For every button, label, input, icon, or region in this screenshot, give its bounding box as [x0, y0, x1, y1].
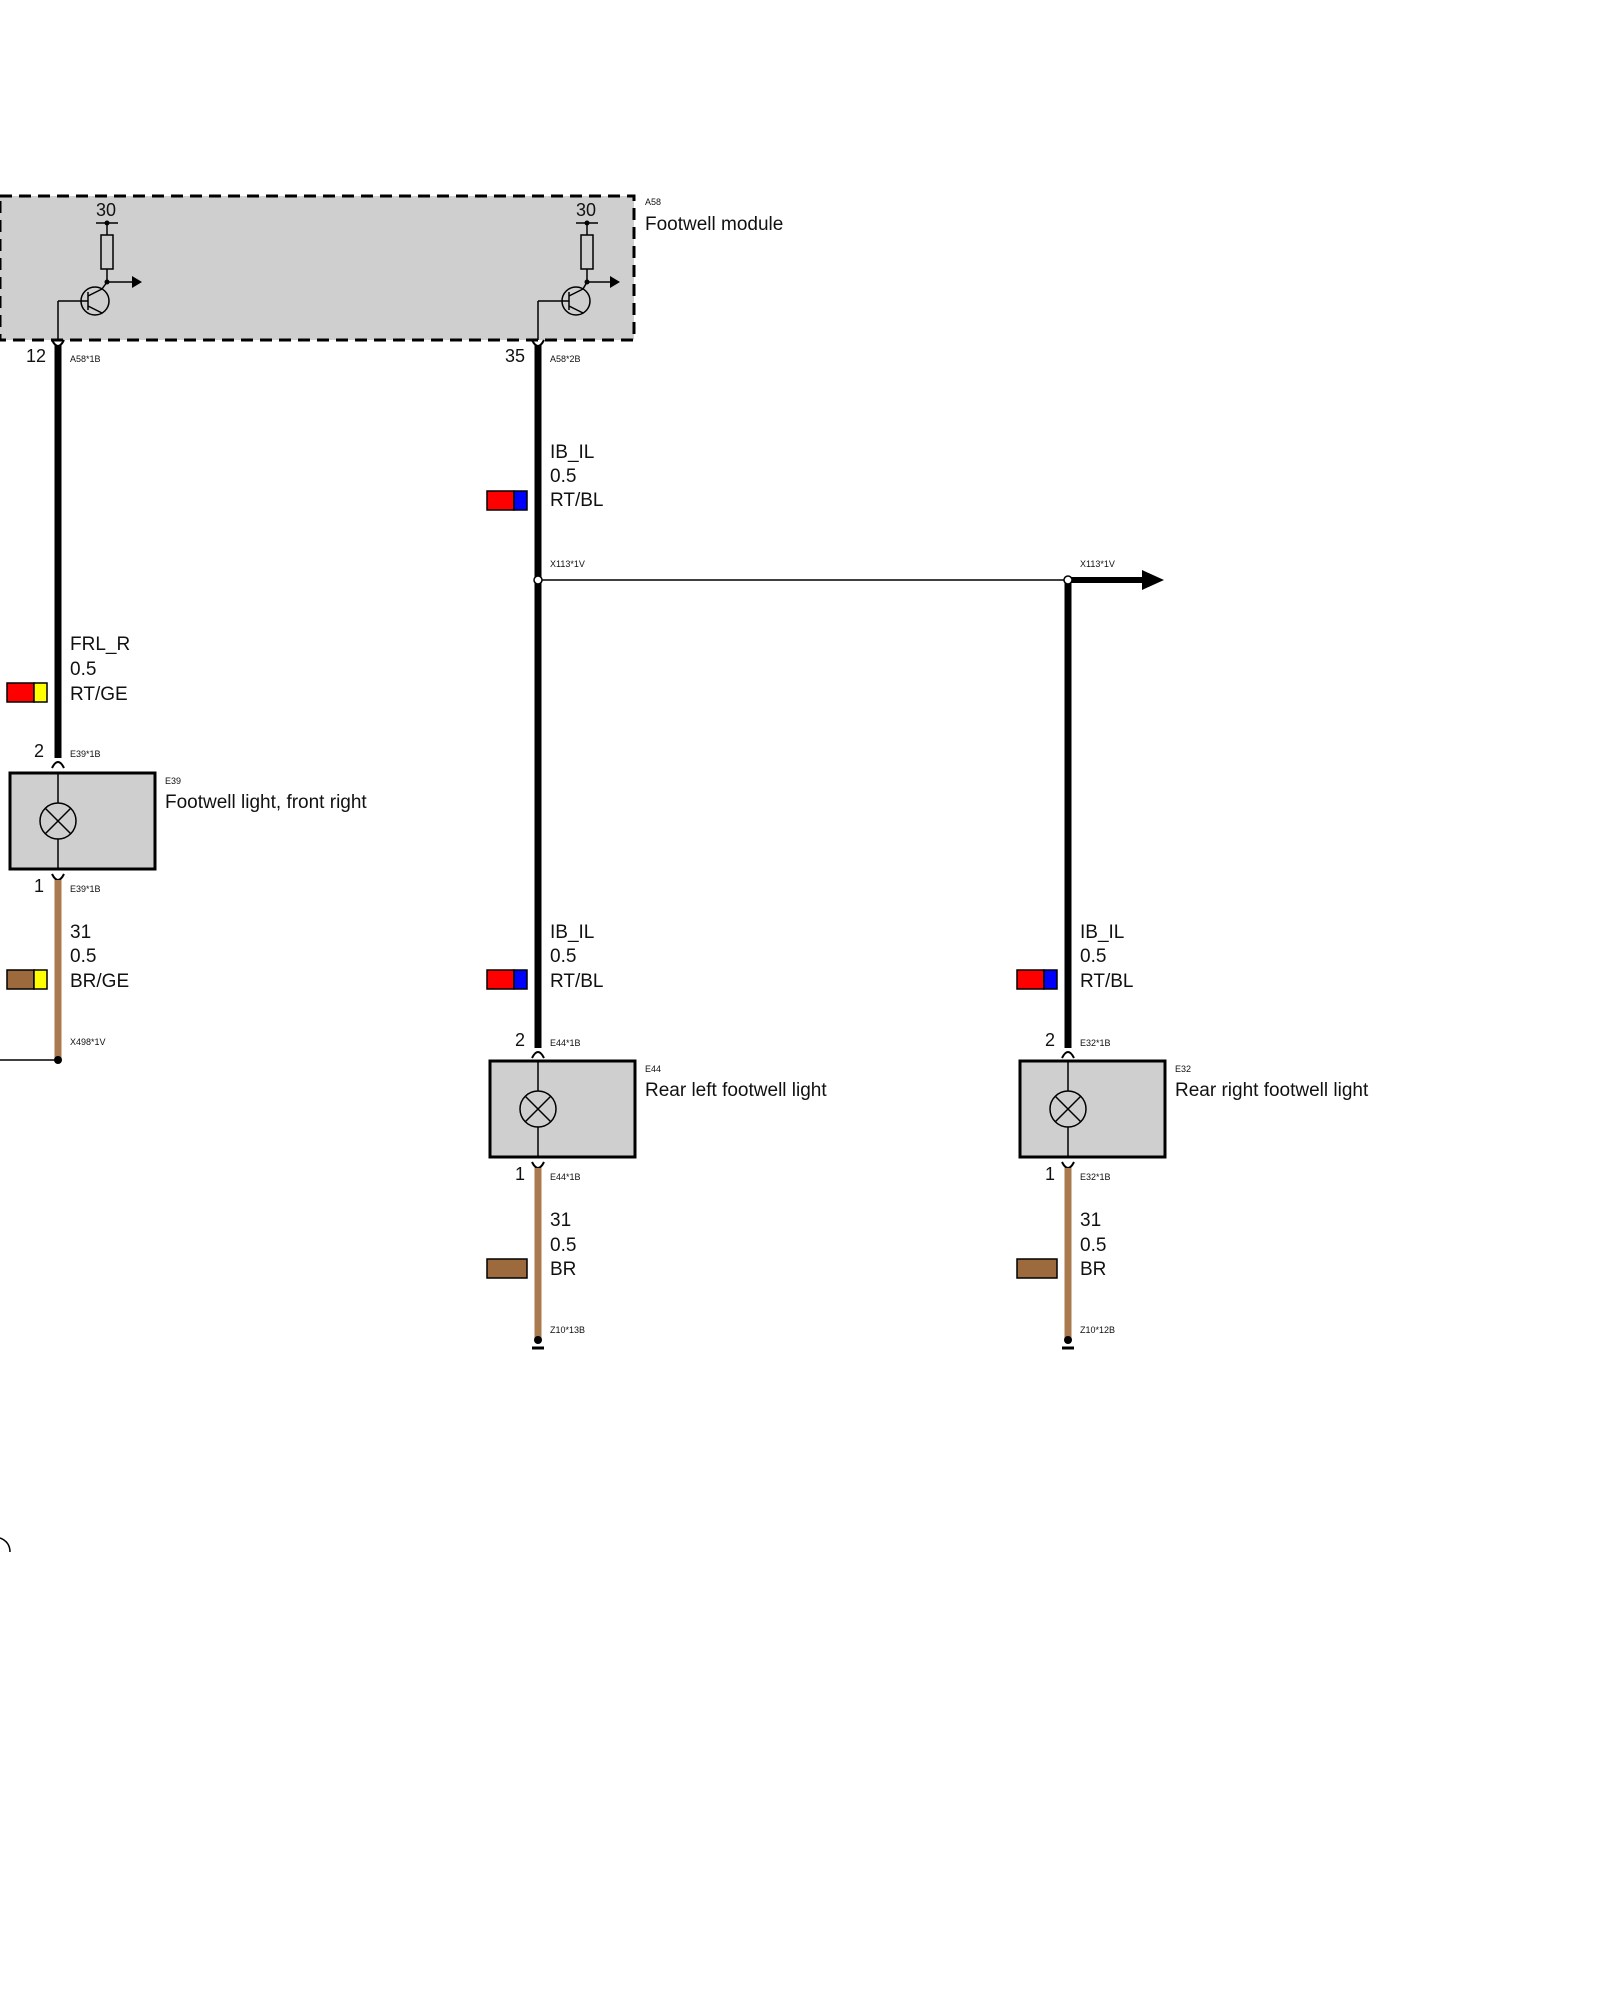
color-swatch-gnd-e44	[486, 1258, 528, 1279]
wire-gnd-e44-signal: 31	[550, 1210, 571, 1231]
ground-icon	[1062, 1336, 1074, 1350]
color-swatch-gnd-e32	[1016, 1258, 1058, 1279]
ground-icon	[532, 1336, 544, 1350]
pin-connector	[1061, 1161, 1075, 1169]
wire-gnd-e32-color: BR	[1080, 1259, 1106, 1280]
conn-e44-top: E44*1B	[550, 1038, 581, 1048]
wire-ib-il-left-signal: IB_IL	[550, 922, 594, 943]
pin-e32-1: 1	[1045, 1164, 1055, 1184]
wire-ib-il-right-color: RT/BL	[1080, 971, 1134, 992]
module-a58-name: Footwell module	[645, 214, 783, 235]
color-swatch-ib-il-right	[1016, 969, 1058, 990]
conn-e39-bottom: E39*1B	[70, 884, 101, 894]
wire-ib-il-left-color: RT/BL	[550, 971, 604, 992]
node-x498: X498*1V	[70, 1037, 106, 1047]
node-x113-left-dot	[533, 575, 543, 585]
wire-gnd-e39-signal: 31	[70, 922, 91, 943]
wire-gnd-e44-size: 0.5	[550, 1235, 576, 1256]
wire-ib-il-right-signal: IB_IL	[1080, 922, 1124, 943]
color-swatch-ib-il-left	[486, 969, 528, 990]
color-swatch-ib-il-top	[486, 490, 528, 511]
conn-a58-1b: A58*1B	[70, 354, 101, 364]
node-x498-dot	[54, 1056, 62, 1064]
node-z10-13: Z10*13B	[550, 1325, 585, 1335]
wire-gnd-e39-color: BR/GE	[70, 971, 129, 992]
node-x113-right-dot	[1063, 575, 1073, 585]
pin-e39-2: 2	[34, 741, 44, 761]
node-z10-12: Z10*12B	[1080, 1325, 1115, 1335]
module-e39-name: Footwell light, front right	[165, 792, 367, 813]
module-e44-name: Rear left footwell light	[645, 1080, 827, 1101]
color-swatch-frl-r	[6, 682, 48, 703]
module-e39-id: E39	[165, 776, 181, 786]
module-a58-id: A58	[645, 197, 661, 207]
pin-e32-2: 2	[1045, 1030, 1055, 1050]
wire-ib-il-top-color: RT/BL	[550, 490, 604, 511]
supply-label-left: 30	[96, 200, 116, 220]
pin-e39-1: 1	[34, 876, 44, 896]
node-x113-left: X113*1V	[550, 559, 585, 569]
module-e39[interactable]	[8, 771, 157, 871]
transistor-driver-right	[537, 222, 610, 340]
supply-label-right: 30	[576, 200, 596, 220]
module-e44-id: E44	[645, 1064, 661, 1074]
transistor-driver-left	[57, 222, 132, 340]
module-e32-id: E32	[1175, 1064, 1191, 1074]
conn-e32-top: E32*1B	[1080, 1038, 1111, 1048]
pin-a58-12: 12	[26, 346, 46, 366]
conn-e32-bottom: E32*1B	[1080, 1172, 1111, 1182]
wire-ib-il-right-size: 0.5	[1080, 946, 1106, 967]
conn-a58-2b: A58*2B	[550, 354, 581, 364]
junction-dot	[104, 279, 110, 285]
wire-gnd-e32-signal: 31	[1080, 1210, 1101, 1231]
arrow-right-icon	[1142, 570, 1164, 590]
pin-e44-1: 1	[515, 1164, 525, 1184]
color-swatch-gnd-e39	[6, 969, 48, 990]
pin-connector	[51, 873, 65, 881]
wire-gnd-e39-size: 0.5	[70, 946, 96, 967]
pin-connector	[531, 1161, 545, 1169]
wire-gnd-e32-size: 0.5	[1080, 1235, 1106, 1256]
wire-ib-il-top-signal: IB_IL	[550, 442, 594, 463]
conn-e39-top: E39*1B	[70, 749, 101, 759]
wire-frl-r-color: RT/GE	[70, 684, 128, 705]
pin-connector	[531, 1051, 545, 1059]
wire-frl-r-signal: FRL_R	[70, 634, 130, 655]
junction-dot	[104, 220, 110, 226]
node-x113-right: X113*1V	[1080, 559, 1115, 569]
module-e32[interactable]	[1018, 1059, 1167, 1159]
pin-connector	[51, 761, 65, 769]
pin-e44-2: 2	[515, 1030, 525, 1050]
module-e44[interactable]	[488, 1059, 637, 1159]
module-e32-name: Rear right footwell light	[1175, 1080, 1369, 1101]
wire-ib-il-top-size: 0.5	[550, 466, 576, 487]
pin-connector	[1061, 1051, 1075, 1059]
arrow-icon	[610, 276, 620, 288]
wire-frl-r-size: 0.5	[70, 659, 96, 680]
page-reference-arc	[0, 1537, 11, 1553]
wire-gnd-e44-color: BR	[550, 1259, 576, 1280]
junction-dot	[584, 220, 590, 226]
arrow-icon	[132, 276, 142, 288]
wire-ib-il-left-size: 0.5	[550, 946, 576, 967]
pin-a58-35: 35	[505, 346, 525, 366]
conn-e44-bottom: E44*1B	[550, 1172, 581, 1182]
junction-dot	[584, 279, 590, 285]
